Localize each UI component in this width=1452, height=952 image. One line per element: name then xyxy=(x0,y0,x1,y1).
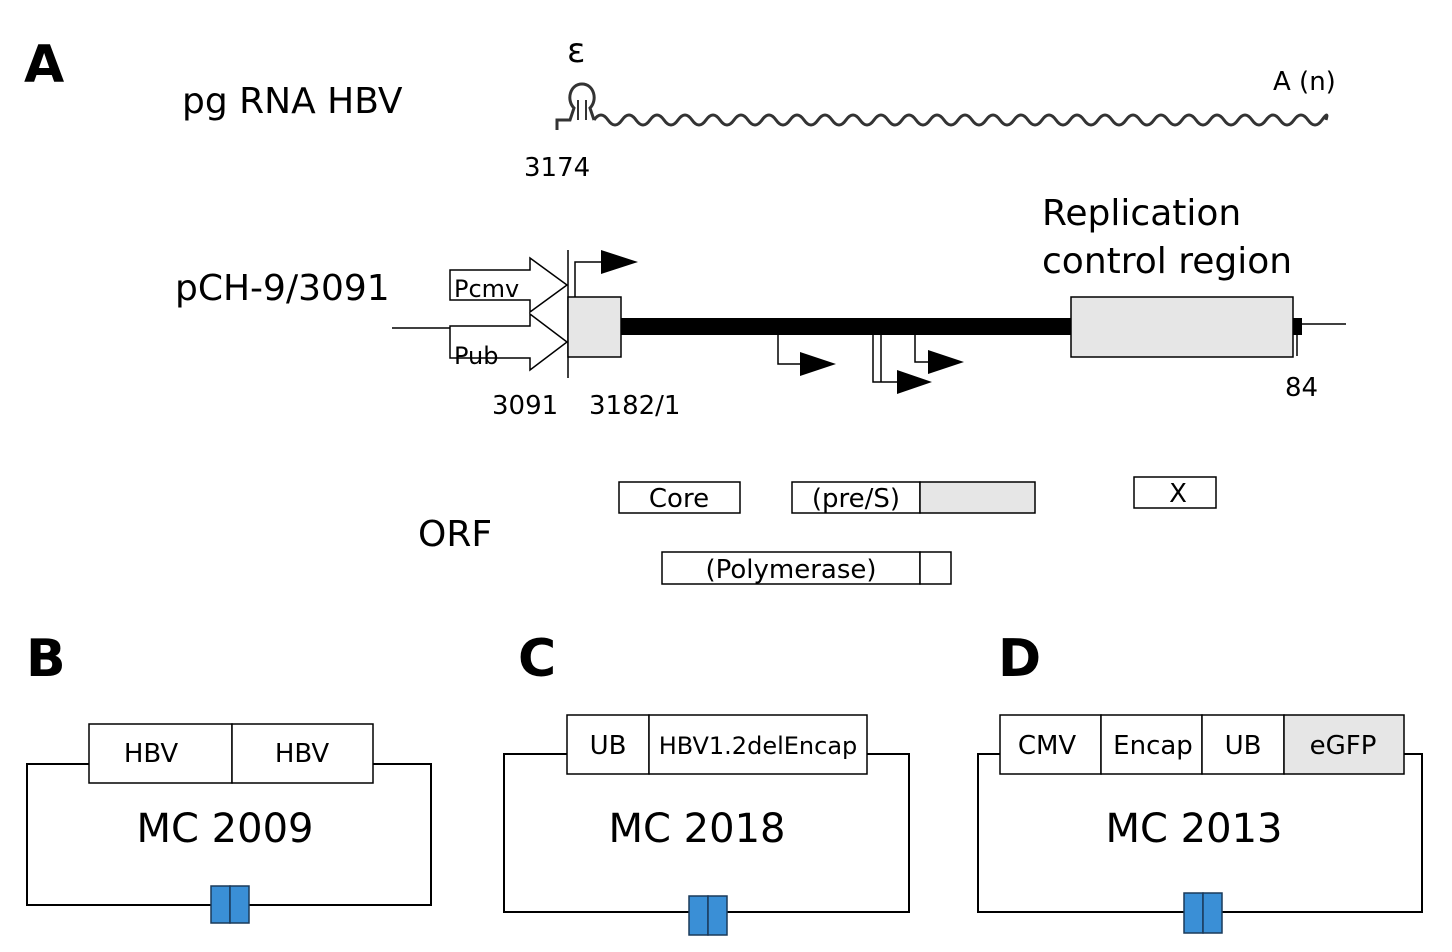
epsilon-label: ε xyxy=(567,31,585,71)
minicircle-2013: CMV Encap UB eGFP MC 2013 xyxy=(977,714,1423,934)
replication-region-box xyxy=(1070,296,1294,358)
orf-core-label: Core xyxy=(649,484,709,514)
orf-label: ORF xyxy=(418,514,492,555)
mc2018-name: MC 2018 xyxy=(609,806,786,852)
mc2013-seg3: UB xyxy=(1225,731,1262,761)
orf-pres-label: (pre/S) xyxy=(812,484,900,514)
mc2013-seg2: Encap xyxy=(1113,731,1193,761)
pos-3182: 3182/1 xyxy=(589,391,680,421)
pgrna-strand xyxy=(555,82,1329,130)
minicircle-2018: UB HBV1.2delEncap MC 2018 xyxy=(503,714,910,936)
panel-c-letter: C xyxy=(518,629,556,689)
pcmv-arrow: Pcmv xyxy=(449,256,569,314)
mc2018-seg1: UB xyxy=(590,731,627,761)
panel-a-letter: A xyxy=(24,35,64,95)
recombination-site-marker xyxy=(1183,892,1223,934)
s-promoter-arrows xyxy=(872,335,964,394)
mc2013-name: MC 2013 xyxy=(1106,806,1283,852)
panel-b-letter: B xyxy=(26,629,66,689)
mc2018-seg2: HBV1.2delEncap xyxy=(659,732,858,760)
recombination-site-marker xyxy=(688,895,728,936)
orf-x-label: X xyxy=(1169,479,1187,509)
mc2009-seg1: HBV xyxy=(124,739,179,769)
panel-d-letter: D xyxy=(998,629,1041,689)
orf-x: X xyxy=(1133,476,1217,509)
pub-arrow: Pub xyxy=(449,312,569,372)
transcription-start-arrow xyxy=(574,250,638,297)
replication-line1: Replication xyxy=(1042,193,1241,234)
minicircle-2009: HBV HBV MC 2009 xyxy=(26,723,432,924)
construct-label: pCH-9/3091 xyxy=(175,268,390,309)
pgrna-start-pos: 3174 xyxy=(524,153,590,183)
pos-84: 84 xyxy=(1285,373,1318,403)
poly-a-label: A (n) xyxy=(1273,67,1336,97)
pub-label: Pub xyxy=(454,342,499,370)
replication-line2: control region xyxy=(1042,241,1292,282)
mc2009-seg2: HBV xyxy=(275,739,330,769)
pcmv-label: Pcmv xyxy=(454,275,519,303)
mc2009-name: MC 2009 xyxy=(137,806,314,852)
pgrna-label: pg RNA HBV xyxy=(182,81,403,122)
mc2013-seg1: CMV xyxy=(1018,731,1077,761)
pos-3091: 3091 xyxy=(492,391,558,421)
pres-promoter-arrow xyxy=(777,335,836,376)
orf-polymerase: (Polymerase) xyxy=(661,551,952,585)
mc2013-seg4: eGFP xyxy=(1310,731,1377,761)
orf-polymerase-label: (Polymerase) xyxy=(705,555,876,585)
orf-pres: (pre/S) xyxy=(791,481,1036,514)
core-promoter-box xyxy=(567,296,622,358)
orf-core: Core xyxy=(618,481,741,514)
recombination-site-marker xyxy=(210,885,250,924)
